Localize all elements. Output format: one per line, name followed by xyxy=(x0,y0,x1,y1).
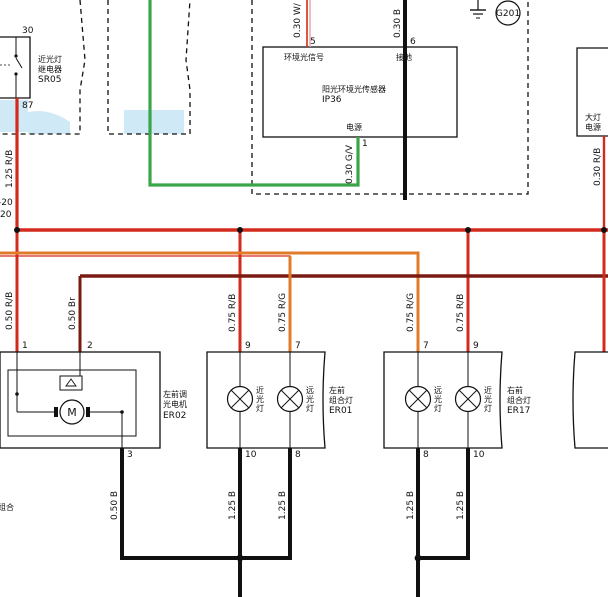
ip36-signal-label: 环境光信号 xyxy=(284,52,324,62)
highlight-patch-left2 xyxy=(28,111,70,134)
right-relay-line2: 电源 xyxy=(585,122,601,132)
wire-rg-bus-stripe xyxy=(0,255,291,352)
wire-label-rb-05: 0.50 R/B xyxy=(5,292,15,330)
er17-code: ER17 xyxy=(507,406,530,416)
pin-er01-7: 7 xyxy=(295,341,301,351)
dashed-box-ip36 xyxy=(251,0,529,195)
ip36-power-label: 电源 xyxy=(346,122,362,132)
wire-label-br-05: 0.50 Br xyxy=(68,297,78,330)
pin-ip36-6: 6 xyxy=(410,37,416,47)
wire-label-rg-075-er01: 0.75 R/G xyxy=(278,293,288,332)
left-fragment-2: 20 xyxy=(0,210,12,220)
wires-top xyxy=(15,0,606,230)
wire-label-rb-right: 0.30 R/B xyxy=(593,148,603,186)
er01-name-line2: 组合灯 xyxy=(329,395,353,405)
pin-er17-8: 8 xyxy=(423,450,429,460)
er17-lamp1-l1: 远 xyxy=(434,386,442,395)
sensor-ip36: 5 6 1 环境光信号 接地 阳光环境光传感器 IP36 电源 xyxy=(262,37,458,149)
wires-bottom xyxy=(120,448,470,597)
er02-name-line2: 光电机 xyxy=(163,399,187,409)
component-right-fragment xyxy=(572,351,608,449)
left-fragment-1: -20 xyxy=(0,198,13,208)
pin-er17-7: 7 xyxy=(423,341,429,351)
motor-icon xyxy=(59,399,85,425)
pin-er02-3: 3 xyxy=(127,450,133,460)
er01-lamp2-l3: 灯 xyxy=(306,403,314,413)
er01-lamp1-l3: 灯 xyxy=(256,403,264,413)
pin-er02-2: 2 xyxy=(87,341,93,351)
ground-g201: G201 xyxy=(470,0,521,26)
er01-lamp1-l1: 近 xyxy=(256,385,264,395)
er17-lamp2-l2: 光 xyxy=(484,394,492,404)
dashed-box-mid xyxy=(107,0,191,135)
pin-sr05-87: 87 xyxy=(22,101,33,111)
er01-lamp2-l1: 远 xyxy=(306,386,314,395)
pin-er01-8: 8 xyxy=(295,450,301,460)
component-er02: M 1 2 3 左前调 光电机 ER02 xyxy=(0,341,187,460)
pin-er01-10: 10 xyxy=(245,450,257,460)
bus-lines xyxy=(0,227,608,352)
sr05-name-line2: 继电器 xyxy=(38,64,62,74)
sr05-code: SR05 xyxy=(38,75,61,85)
dashed-box-left xyxy=(0,0,86,135)
er17-lamp2-l1: 近 xyxy=(484,385,492,395)
wire-label-b-125-b: 1.25 B xyxy=(278,491,288,520)
wire-label-rb-075-er17: 0.75 R/B xyxy=(456,294,466,332)
er01-lamp2-l2: 光 xyxy=(306,394,314,404)
wire-label-top-w: 0.30 W/ xyxy=(293,2,303,38)
sr05-name-line1: 近光灯 xyxy=(38,54,62,64)
er17-name-line2: 组合灯 xyxy=(507,395,531,405)
pin-er01-9: 9 xyxy=(245,341,251,351)
motor-symbol: M xyxy=(67,406,77,419)
er17-name-line1: 右前 xyxy=(507,385,523,395)
pin-ip36-5: 5 xyxy=(310,37,316,47)
ground-g201-icon xyxy=(495,0,521,26)
dashed-outlines xyxy=(0,0,529,195)
wire-label-rg-075-er17: 0.75 R/G xyxy=(406,293,416,332)
er17-lamp1-l2: 光 xyxy=(434,394,442,404)
right-relay-line1: 大灯 xyxy=(585,112,601,122)
pin-ip36-1: 1 xyxy=(362,139,368,149)
pin-sr05-30: 30 xyxy=(22,26,34,36)
left-fragment-label: 组合 xyxy=(0,502,14,512)
er01-code: ER01 xyxy=(329,406,352,416)
component-er01: 近 光 灯 远 光 灯 9 7 10 8 左前 组合灯 ER01 xyxy=(206,341,353,460)
wire-label-b-125-d: 1.25 B xyxy=(456,491,466,520)
g201-label: G201 xyxy=(496,9,520,19)
highlight-patch-mid xyxy=(124,110,184,134)
wire-label-b-125-a: 1.25 B xyxy=(228,491,238,520)
er17-lamp2-l3: 灯 xyxy=(484,403,492,413)
er02-name-line1: 左前调 xyxy=(163,389,187,399)
pin-er02-1: 1 xyxy=(22,341,28,351)
relay-right-fragment: 大灯 电源 xyxy=(576,47,608,137)
er01-name-line1: 左前 xyxy=(329,385,345,395)
ip36-code: IP36 xyxy=(322,95,342,105)
pin-er17-10: 10 xyxy=(473,450,485,460)
relay-sr05: 30 87 近光灯 继电器 SR05 xyxy=(0,26,62,111)
wire-label-rb-075-er01: 0.75 R/B xyxy=(228,294,238,332)
er17-lamp1-l3: 灯 xyxy=(434,403,442,413)
wire-label-b-125-c: 1.25 B xyxy=(406,491,416,520)
pin-er17-9: 9 xyxy=(473,341,479,351)
wire-rg-bus xyxy=(0,251,420,352)
wire-label-gv: 0.30 G/V xyxy=(345,144,355,184)
ip36-name: 阳光环境光传感器 xyxy=(322,84,386,94)
highlight-patch-left xyxy=(0,100,28,132)
component-er17: 远 光 灯 近 光 灯 7 9 8 10 右前 组合灯 ER17 xyxy=(383,341,531,460)
wire-label-top-b: 0.30 B xyxy=(393,9,403,38)
wire-labels: 0.30 W/ 0.30 B 1.25 R/B 0.30 G/V 0.50 R/… xyxy=(5,2,603,520)
wire-label-b-05-er02: 0.50 B xyxy=(110,491,120,520)
er02-code: ER02 xyxy=(163,411,186,421)
er01-lamp1-l2: 光 xyxy=(256,394,264,404)
wire-label-rb-left: 1.25 R/B xyxy=(5,150,15,188)
